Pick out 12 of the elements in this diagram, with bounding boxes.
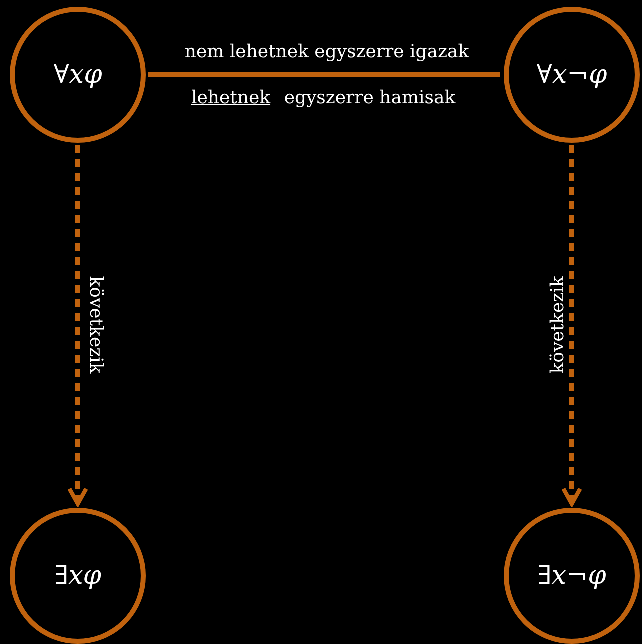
connector-line xyxy=(148,72,500,78)
relation-note: egyszerre hamisak xyxy=(284,88,456,108)
relation-note: lehetnek xyxy=(191,88,271,108)
dashed-arrow xyxy=(562,145,582,506)
formula-text: ∀xφ xyxy=(54,60,102,90)
formula-text: ∀x¬φ xyxy=(536,60,608,90)
edge-label: következik xyxy=(86,276,106,374)
dashed-arrow xyxy=(68,145,88,506)
edge-label: nem lehetnek egyszerre igazak xyxy=(184,42,470,62)
edge-label: következik xyxy=(548,276,568,374)
formula-text: ∃x¬φ xyxy=(538,561,606,591)
formula-text: ∃xφ xyxy=(54,561,102,591)
